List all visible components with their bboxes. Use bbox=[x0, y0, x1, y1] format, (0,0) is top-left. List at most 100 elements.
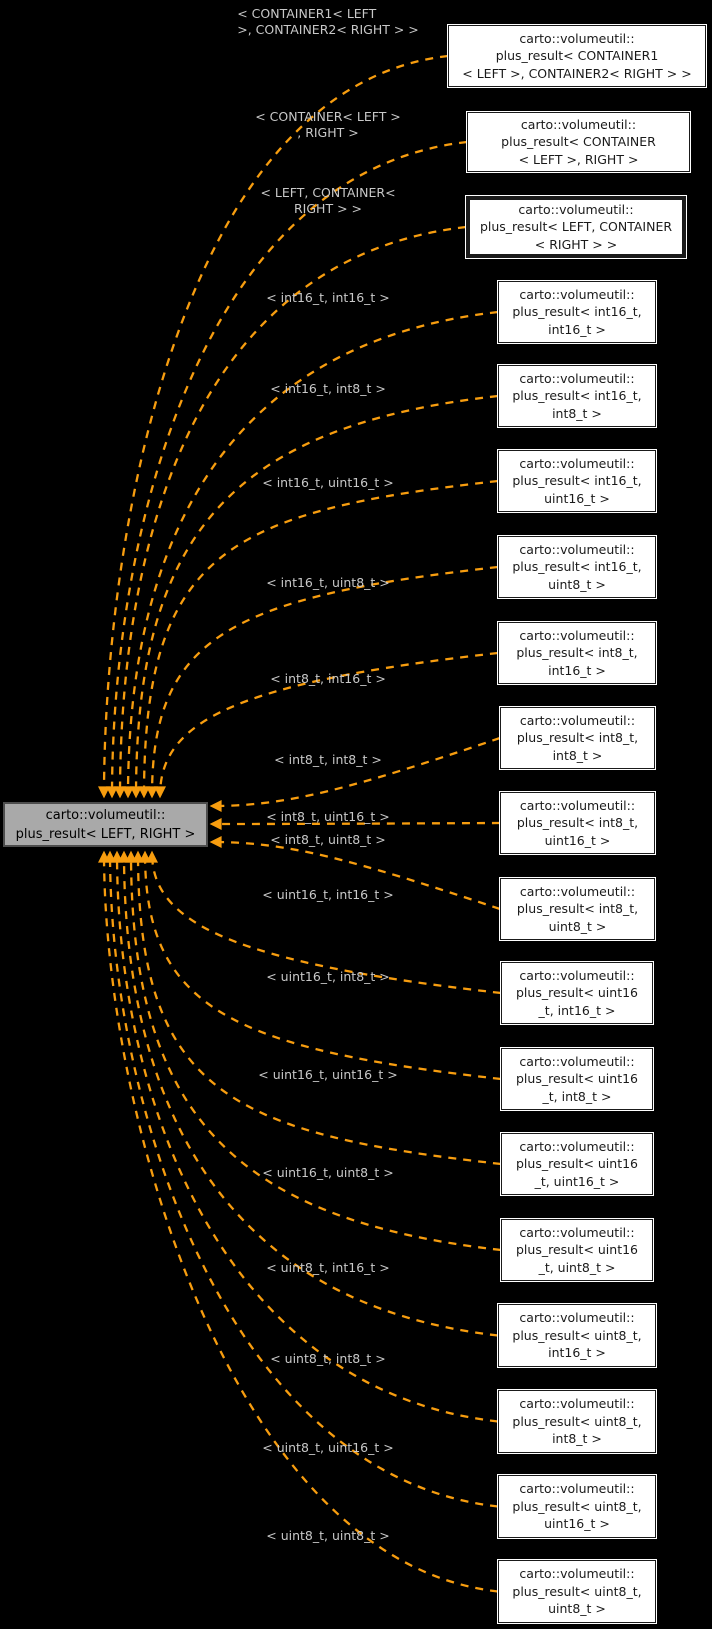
class-node-line: plus_result< int16_t, bbox=[512, 473, 642, 489]
class-node-line: carto::volumeutil:: bbox=[519, 1224, 635, 1240]
class-node-line: plus_result< uint8_t, bbox=[512, 1413, 642, 1429]
edge-label-line: < LEFT, CONTAINER< bbox=[260, 185, 396, 200]
class-node-line: _t, uint8_t > bbox=[538, 1259, 616, 1275]
class-node[interactable]: carto::volumeutil::plus_result< int16_t,… bbox=[497, 449, 657, 513]
instantiation-edge bbox=[130, 394, 499, 799]
class-node[interactable]: carto::volumeutil::plus_result< uint8_t,… bbox=[497, 1474, 657, 1539]
class-node[interactable]: carto::volumeutil::plus_result< CONTAINE… bbox=[466, 111, 691, 173]
class-node[interactable]: carto::volumeutil::plus_result< uint8_t,… bbox=[497, 1303, 657, 1368]
class-node-line: carto::volumeutil:: bbox=[519, 797, 636, 813]
class-node-line: carto::volumeutil:: bbox=[519, 286, 635, 302]
class-node[interactable]: carto::volumeutil::plus_result< CONTAINE… bbox=[447, 24, 707, 88]
class-node-line: carto::volumeutil:: bbox=[519, 1310, 635, 1326]
class-node-line: plus_result< uint16 bbox=[515, 1071, 639, 1087]
class-node[interactable]: carto::volumeutil::plus_result< uint8_t,… bbox=[497, 1559, 657, 1624]
class-node-line: carto::volumeutil:: bbox=[519, 1396, 635, 1412]
class-node-line: carto::volumeutil:: bbox=[519, 1481, 635, 1497]
edge-label: < int16_t, int8_t > bbox=[270, 381, 386, 397]
instantiation-edge bbox=[125, 850, 502, 1252]
class-node[interactable]: carto::volumeutil::plus_result< uint16_t… bbox=[500, 1132, 654, 1196]
class-node-line: carto::volumeutil:: bbox=[519, 1053, 635, 1069]
edge-label-line: < uint16_t, uint16_t > bbox=[258, 1067, 398, 1082]
edge-label-line: RIGHT > > bbox=[294, 201, 362, 216]
class-node[interactable]: carto::volumeutil::plus_result< int8_t,i… bbox=[499, 706, 656, 770]
class-node[interactable]: carto::volumeutil::plus_result< uint16_t… bbox=[500, 1218, 654, 1282]
class-node-line: plus_result< int8_t, bbox=[516, 815, 639, 831]
class-node-line: uint8_t > bbox=[548, 918, 607, 934]
class-node-line: int8_t > bbox=[552, 405, 602, 421]
class-node-line: _t, int8_t > bbox=[542, 1088, 612, 1104]
class-node-line: plus_result< int16_t, bbox=[512, 304, 642, 320]
edge-label-line: < uint8_t, uint16_t > bbox=[262, 1440, 394, 1455]
class-node-line: _t, uint16_t > bbox=[534, 1173, 620, 1189]
class-node-line: uint16_t > bbox=[544, 832, 611, 848]
class-node-line: carto::volumeutil:: bbox=[520, 116, 637, 132]
instantiation-edge bbox=[98, 54, 449, 799]
class-node-line: carto::volumeutil:: bbox=[519, 712, 636, 728]
instantiation-edge bbox=[209, 817, 501, 830]
class-node[interactable]: carto::volumeutil::plus_result< int8_t,u… bbox=[499, 877, 656, 941]
edge-label: < int16_t, int16_t > bbox=[266, 290, 390, 306]
edge-label: < uint16_t, int16_t > bbox=[262, 887, 393, 903]
class-node-line: plus_result< uint16 bbox=[515, 1156, 639, 1172]
class-node[interactable]: carto::volumeutil::plus_result< uint16_t… bbox=[500, 1047, 654, 1111]
class-node-line: int8_t > bbox=[552, 1431, 602, 1447]
instantiation-edge bbox=[139, 850, 502, 1081]
class-node-line: < RIGHT > > bbox=[534, 236, 618, 252]
instantiation-edge bbox=[98, 850, 499, 1593]
class-node-line: uint16_t > bbox=[544, 490, 610, 506]
class-node-line: carto::volumeutil:: bbox=[519, 627, 635, 643]
class-node-line: plus_result< uint16 bbox=[515, 1242, 639, 1258]
class-node-line: int8_t > bbox=[552, 747, 603, 763]
edge-label-line: < uint8_t, int16_t > bbox=[266, 1260, 390, 1275]
class-node-line: carto::volumeutil:: bbox=[519, 455, 635, 471]
edge-label-line: < int16_t, uint8_t > bbox=[266, 575, 390, 590]
edge-label: < LEFT, CONTAINER<RIGHT > > bbox=[260, 185, 395, 217]
class-node-line: uint16_t > bbox=[544, 1516, 610, 1532]
edge-label-line: < uint8_t, uint8_t > bbox=[266, 1528, 390, 1543]
class-node-line: plus_result< int8_t, bbox=[516, 730, 639, 746]
instantiation-edge bbox=[154, 651, 499, 799]
class-node-line: carto::volumeutil:: bbox=[518, 201, 634, 217]
class-node-line: uint8_t > bbox=[548, 576, 606, 592]
class-node-line: int16_t > bbox=[548, 321, 606, 337]
class-node-line: plus_result< CONTAINER1 bbox=[495, 48, 659, 64]
class-node-line: uint8_t > bbox=[548, 1601, 606, 1617]
edge-label: < int8_t, uint8_t > bbox=[270, 832, 386, 848]
edge-label: < CONTAINER1< LEFT>, CONTAINER2< RIGHT >… bbox=[237, 6, 419, 38]
class-node-line: carto::volumeutil:: bbox=[519, 1566, 635, 1582]
edge-label: < CONTAINER< LEFT >, RIGHT > bbox=[255, 109, 401, 141]
class-node-line: plus_result< uint8_t, bbox=[512, 1327, 642, 1343]
class-node[interactable]: carto::volumeutil::plus_result< int16_t,… bbox=[497, 280, 657, 344]
edge-label: < uint8_t, int8_t > bbox=[270, 1351, 386, 1367]
edge-label-line: < CONTAINER1< LEFT bbox=[237, 6, 377, 21]
class-node[interactable]: carto::volumeutil::plus_result< int8_t,i… bbox=[497, 621, 657, 685]
edge-label-line: < int16_t, uint16_t > bbox=[262, 475, 394, 490]
class-node-line: plus_result< int16_t, bbox=[512, 388, 642, 404]
class-node[interactable]: carto::volumeutil::plus_result< uint16_t… bbox=[500, 961, 654, 1025]
edge-label-line: < CONTAINER< LEFT > bbox=[255, 109, 401, 124]
instantiation-edge bbox=[111, 850, 499, 1423]
edge-label: < uint8_t, int16_t > bbox=[266, 1260, 390, 1276]
edge-label-line: < int8_t, uint8_t > bbox=[270, 832, 386, 847]
instantiation-edge bbox=[114, 225, 467, 799]
class-node[interactable]: carto::volumeutil::plus_result< int16_t,… bbox=[497, 535, 657, 599]
class-node-line: int16_t > bbox=[548, 1345, 606, 1361]
class-node-line: plus_result< CONTAINER bbox=[501, 134, 656, 150]
edge-label: < int8_t, uint16_t > bbox=[266, 809, 390, 825]
edge-label: < int8_t, int16_t > bbox=[270, 671, 386, 687]
edge-label-line: < uint8_t, int8_t > bbox=[270, 1351, 386, 1366]
class-node-line: plus_result< int16_t, bbox=[512, 559, 642, 575]
instantiation-edge bbox=[209, 736, 501, 812]
class-node-line: < LEFT >, RIGHT > bbox=[518, 151, 639, 167]
class-node[interactable]: carto::volumeutil::plus_result< uint8_t,… bbox=[497, 1389, 657, 1454]
class-node[interactable]: carto::volumeutil::plus_result< int16_t,… bbox=[497, 364, 657, 428]
instantiation-edge bbox=[118, 850, 499, 1337]
class-node-line: plus_result< LEFT, CONTAINER bbox=[479, 219, 673, 235]
class-node[interactable]: carto::volumeutil::plus_result< int8_t,u… bbox=[499, 791, 656, 855]
edge-label-line: < int16_t, int16_t > bbox=[266, 290, 390, 305]
edge-label-line: < uint16_t, int8_t > bbox=[266, 969, 390, 984]
instantiation-edge bbox=[138, 479, 499, 799]
class-node[interactable]: carto::volumeutil::plus_result< LEFT, CO… bbox=[465, 195, 687, 259]
